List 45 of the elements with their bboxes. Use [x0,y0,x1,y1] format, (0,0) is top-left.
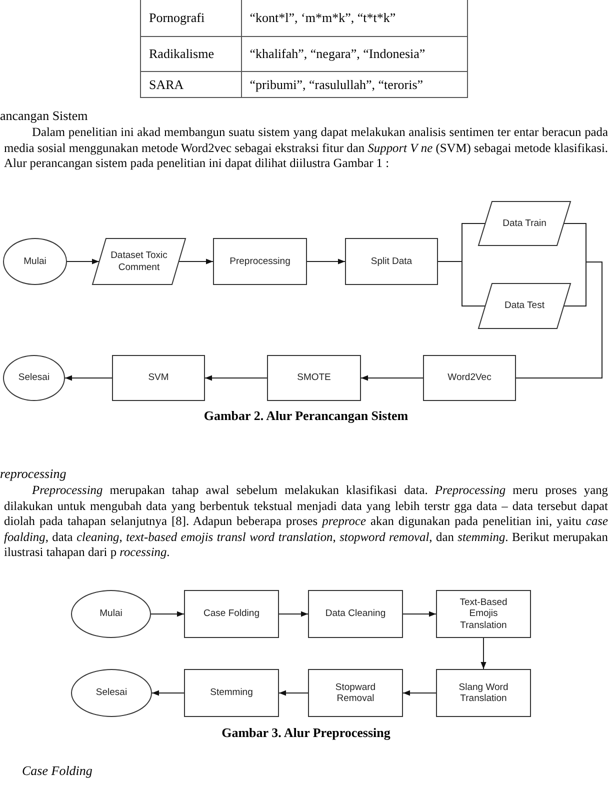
table-cell: “khalifah”, “negara”, “Indonesia” [241,36,468,72]
arrow [402,611,436,617]
data-parallelogram: Data Train [478,201,571,246]
table-cell: “kont*l”, ‘m*m*k”, “t*t*k” [241,0,468,36]
data-parallelogram: Data Test [478,283,571,329]
terminal-ellipse: Selesai [71,669,152,717]
section-heading: ancangan Sistem [0,108,88,124]
process-box: Preprocessing [213,238,307,285]
terminal-ellipse: Mulai [71,590,151,638]
table-cell: “pribumi”, “rasulullah”, “teroris” [241,72,468,98]
process-box: SVM [112,355,205,401]
process-box: SMOTE [267,355,361,401]
arrow [306,258,346,264]
process-box: Data Cleaning [308,590,403,638]
arrow [402,690,436,696]
process-box: Stemming [184,669,279,717]
arrow [66,258,100,264]
figure-caption: Gambar 3. Alur Preprocessing [220,725,392,741]
arrow [360,375,424,381]
arrow [204,375,268,381]
section-heading: reprocessing [0,466,66,482]
process-box: Case Folding [184,590,279,638]
process-box: Stopward Removal [308,669,403,717]
figure-caption: Gambar 2. Alur Perancangan Sistem [202,408,410,424]
terminal-ellipse: Selesai [3,355,65,401]
arrow [64,375,112,381]
process-box: Slang Word Translation [436,669,531,717]
table-cell: Pornografi [140,0,242,36]
process-box: Text-Based Emojis Translation [436,590,531,638]
arrow [150,611,184,617]
connector-line [438,261,486,306]
process-box: Split Data [345,238,438,285]
connector-line [516,262,602,378]
arrow [480,638,486,670]
paragraph: Dalam penelitian ini akad membangun suatu sistem yang dapat melakukan analisis sentimen ter entar beracun pada media sosial menggunakan metode Word2vec sebagai ekstraksi fitur dan Support V ne (SVM) sebagai metode klasifikasi. Alur perancangan sistem pada penelitian ini dapat dilihat diilustra Gambar 1 : [4,125,608,172]
arrow [278,611,308,617]
process-box: Word2Vec [423,355,516,401]
arrow [178,258,214,264]
data-parallelogram: Dataset Toxic Comment [92,238,186,285]
section-heading: Case Folding [22,763,92,779]
arrow [152,690,184,696]
terminal-ellipse: Mulai [3,238,67,285]
arrow [278,690,308,696]
table-cell: SARA [140,72,242,98]
table-cell: Radikalisme [140,36,242,72]
